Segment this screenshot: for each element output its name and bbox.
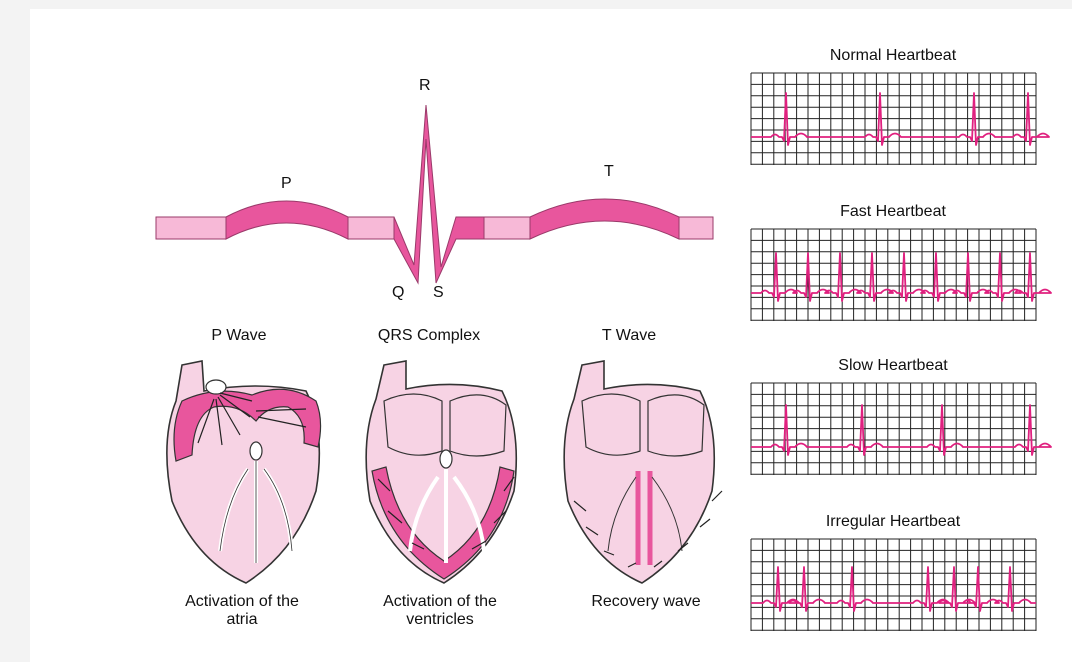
phase-caption-t-wave: Recovery wave <box>566 593 726 611</box>
p-wave-band <box>226 201 348 239</box>
strip-title-fast: Fast Heartbeat <box>748 203 1038 221</box>
ecg-grid <box>751 73 1036 165</box>
ecg-trace <box>751 253 1051 301</box>
baseline-segment <box>484 217 530 239</box>
caption-line: ventricles <box>354 611 526 629</box>
rhythm-strip-slow <box>751 383 1036 475</box>
caption-line: Activation of the <box>354 593 526 611</box>
t-wave-label: T <box>604 163 614 181</box>
ecg-grid <box>751 539 1036 631</box>
t-wave-band <box>530 199 679 239</box>
heart-t-wave <box>552 351 724 587</box>
ecg-grid <box>751 383 1036 475</box>
diagram-canvas: P R Q S T P Wave QRS Complex T Wave <box>30 9 1072 662</box>
caption-line: atria <box>156 611 328 629</box>
heart-p-wave <box>156 351 328 587</box>
q-wave-label: Q <box>392 284 404 302</box>
ecg-trace <box>751 405 1051 455</box>
rhythm-strip-fast <box>751 229 1036 321</box>
caption-line: Activation of the <box>156 593 328 611</box>
strip-title-irregular: Irregular Heartbeat <box>748 513 1038 531</box>
strip-title-normal: Normal Heartbeat <box>748 47 1038 65</box>
heart-qrs-complex <box>354 351 526 587</box>
av-node-icon <box>250 442 262 460</box>
baseline-segment <box>679 217 713 239</box>
s-wave-label: S <box>433 284 444 302</box>
phase-caption-p-wave: Activation of the atria <box>156 593 328 630</box>
ecg-grid <box>751 229 1036 321</box>
av-node-icon <box>440 450 452 468</box>
r-peak-label: R <box>419 77 431 95</box>
phase-title-t-wave: T Wave <box>576 327 682 345</box>
strip-title-slow: Slow Heartbeat <box>748 357 1038 375</box>
caption-line: Recovery wave <box>566 593 726 611</box>
phase-caption-qrs-complex: Activation of the ventricles <box>354 593 526 630</box>
qrs-complex-band <box>394 105 484 283</box>
sa-node-icon <box>206 380 226 394</box>
baseline-segment <box>348 217 394 239</box>
p-wave-label: P <box>281 175 292 193</box>
phase-title-qrs-complex: QRS Complex <box>363 327 495 345</box>
heart-outline <box>366 361 516 583</box>
rhythm-strip-normal <box>751 73 1036 165</box>
phase-title-p-wave: P Wave <box>176 327 302 345</box>
rhythm-strip-irregular <box>751 539 1036 631</box>
baseline-segment <box>156 217 226 239</box>
